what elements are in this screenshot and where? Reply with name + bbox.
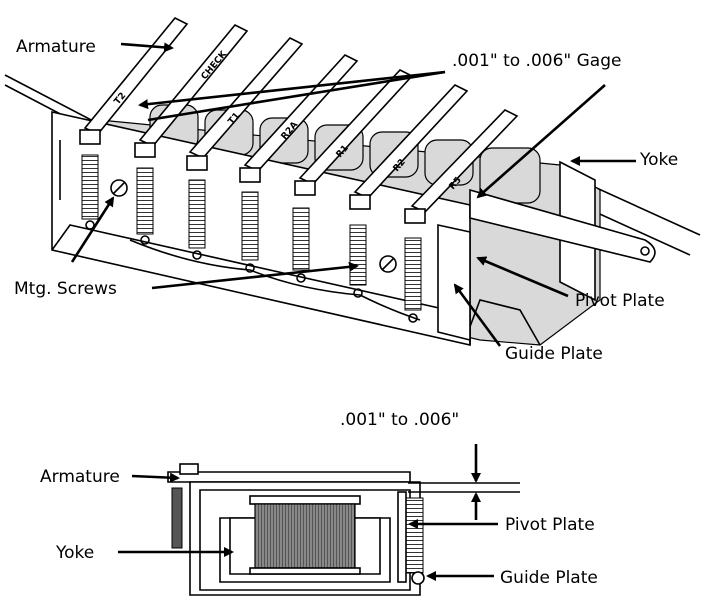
coil-top-flange: [249, 495, 361, 505]
top-leaders: [70, 42, 636, 347]
label-yoke-bottom: Yoke: [55, 543, 94, 563]
label-pivot-plate-top: Pivot Plate: [575, 291, 665, 311]
pivot-plate-section: [397, 491, 407, 583]
section-spring: [404, 497, 424, 574]
mounting-screws: [110, 179, 397, 273]
label-gage: .001" to .006" Gage: [452, 51, 621, 71]
armature-section: [167, 471, 411, 483]
label-armature-bottom: Armature: [40, 467, 120, 487]
coil-bottom-flange: [249, 567, 361, 575]
armature-hinge: [179, 463, 199, 475]
clearance-dimension: [408, 444, 520, 520]
spring-hooks: [85, 220, 421, 323]
gage-hole: [640, 246, 650, 256]
springs: [81, 154, 422, 311]
armature-tabs: [79, 129, 426, 224]
relay-section-bottom: [167, 463, 425, 596]
bottom-leaders: [118, 472, 498, 581]
gage-tool: [469, 188, 656, 263]
guide-hook: [411, 571, 425, 585]
pivot-plate-top: [437, 224, 471, 342]
label-clearance: .001" to .006": [340, 410, 459, 430]
label-yoke-top: Yoke: [639, 150, 678, 170]
coil-winding: [254, 503, 356, 569]
label-guide-plate-top: Guide Plate: [505, 344, 603, 364]
rail-line: [589, 184, 701, 236]
label-armature-top: Armature: [16, 37, 96, 57]
yoke-foot: [464, 299, 541, 346]
label-mtg-screws: Mtg. Screws: [14, 279, 117, 299]
label-guide-plate-bottom: Guide Plate: [500, 568, 598, 588]
label-pivot-plate-bottom: Pivot Plate: [505, 515, 595, 535]
left-bracket: [171, 487, 183, 549]
